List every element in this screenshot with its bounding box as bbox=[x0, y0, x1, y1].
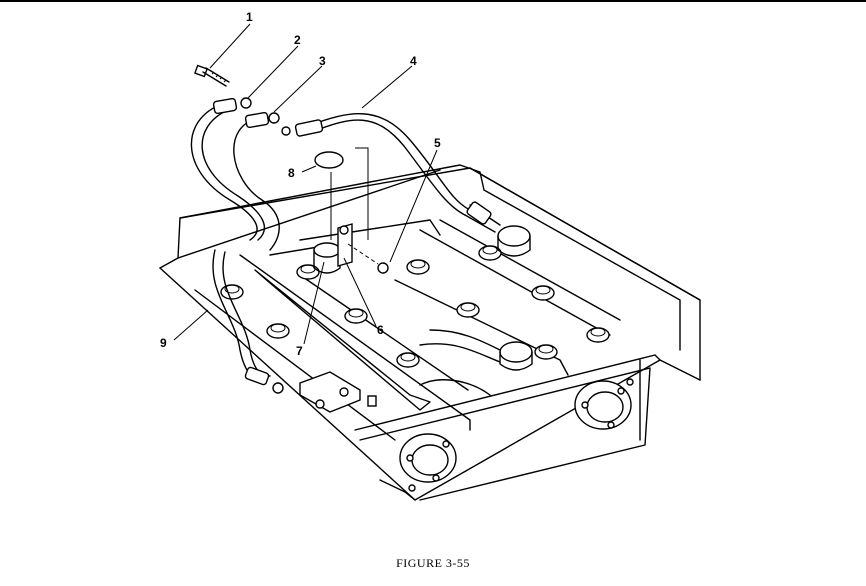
battery-caps bbox=[220, 245, 610, 368]
callout-labels: 1 2 3 4 5 6 7 8 9 bbox=[160, 10, 441, 358]
callout-5: 5 bbox=[434, 136, 441, 150]
callout-6: 6 bbox=[377, 323, 384, 337]
terminal-block bbox=[299, 371, 377, 413]
callout-1: 1 bbox=[246, 10, 253, 24]
callout-3: 3 bbox=[319, 54, 326, 68]
front-vents bbox=[399, 378, 634, 492]
callout-4: 4 bbox=[410, 54, 417, 68]
callout-9: 9 bbox=[160, 336, 167, 350]
callout-2: 2 bbox=[294, 33, 301, 47]
battery-terminals bbox=[497, 225, 533, 371]
battery-box-frame bbox=[159, 164, 701, 501]
cable-lugs bbox=[212, 97, 492, 394]
callout-7: 7 bbox=[296, 344, 303, 358]
bolt bbox=[194, 64, 230, 87]
clamp-assembly bbox=[313, 147, 389, 274]
figure-caption: FIGURE 3-55 bbox=[396, 556, 470, 570]
top-border-rule bbox=[0, 0, 866, 2]
battery-box-diagram: 1 2 3 4 5 6 7 8 9 bbox=[159, 10, 701, 501]
callout-8: 8 bbox=[288, 166, 295, 180]
leader-lines bbox=[173, 23, 438, 345]
